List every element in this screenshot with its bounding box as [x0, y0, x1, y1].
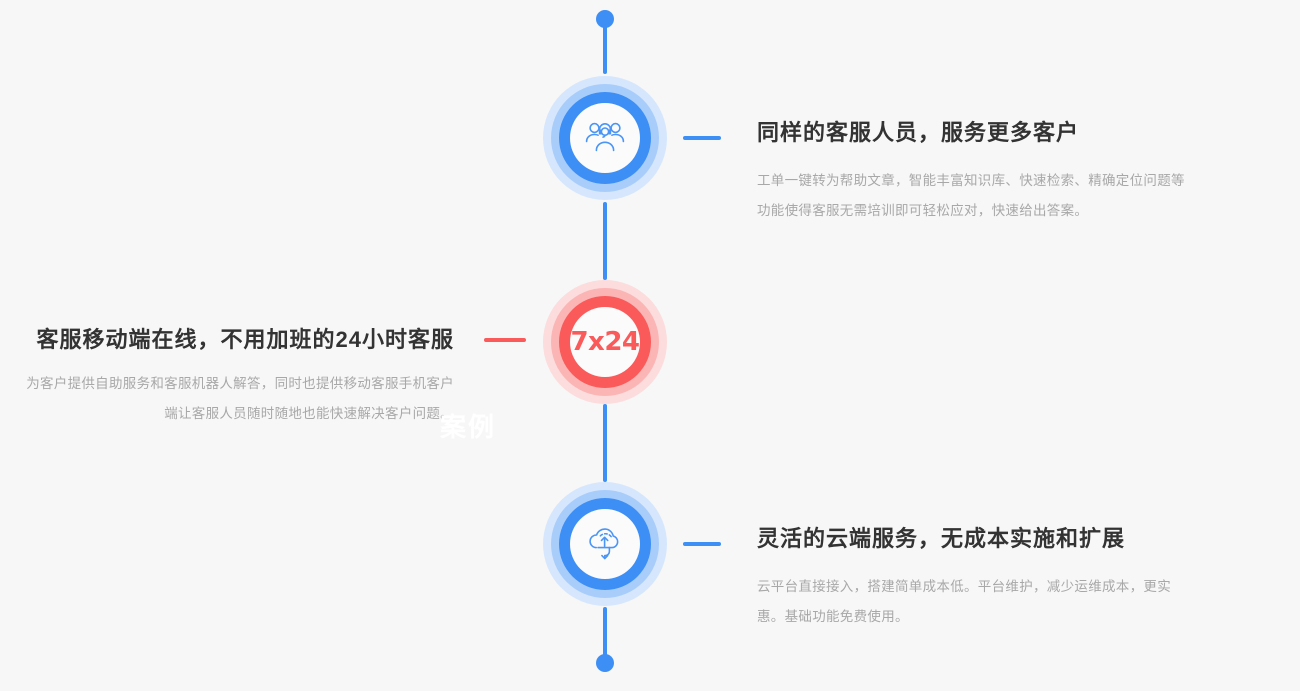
heading-cloud-service: 灵活的云端服务，无成本实施和扩展 [757, 526, 1126, 551]
cloud-sync-icon [585, 523, 625, 566]
heading-always-on: 客服移动端在线，不用加班的24小时客服 [36, 327, 454, 352]
body-support-team: 工单一键转为帮助文章，智能丰富知识库、快速检索、精确定位问题等功能使得客服无需培… [757, 173, 1185, 219]
timeline-segment-upper [603, 202, 607, 280]
people-group-icon [584, 119, 626, 158]
timeline-node-support-team[interactable] [543, 76, 667, 200]
connector-dash-cloud-service [683, 542, 721, 546]
text-block-cloud-service: 灵活的云端服务，无成本实施和扩展 云平台直接接入，搭建简单成本低。平台维护，减少… [757, 526, 1197, 632]
timeline-bottom-dot [596, 654, 614, 672]
body-cloud-service: 云平台直接接入，搭建简单成本低。平台维护，减少运维成本，更实惠。基础功能免费使用… [757, 579, 1171, 625]
timeline-segment-lower [603, 404, 607, 482]
timeline-segment-bottom [603, 607, 607, 659]
node-core: 7x24 [570, 307, 640, 377]
text-block-support-team: 同样的客服人员，服务更多客户 工单一键转为帮助文章，智能丰富知识库、快速检索、精… [757, 120, 1197, 226]
node-core [570, 103, 640, 173]
node-core [570, 509, 640, 579]
connector-dash-always-on [484, 338, 526, 342]
timeline-top-dot [596, 10, 614, 28]
heading-support-team: 同样的客服人员，服务更多客户 [757, 120, 1080, 145]
timeline-node-cloud-service[interactable] [543, 482, 667, 606]
timeline-segment-top [603, 22, 607, 74]
timeline-node-always-on[interactable]: 7x24 [543, 280, 667, 404]
7x24-label: 7x24 [570, 327, 640, 357]
body-always-on: 为客户提供自助服务和客服机器人解答，同时也提供移动客服手机客户端让客服人员随时随… [26, 376, 454, 422]
text-block-always-on: 客服移动端在线，不用加班的24小时客服 为客户提供自助服务和客服机器人解答，同时… [20, 327, 454, 429]
connector-dash-support-team [683, 136, 721, 140]
